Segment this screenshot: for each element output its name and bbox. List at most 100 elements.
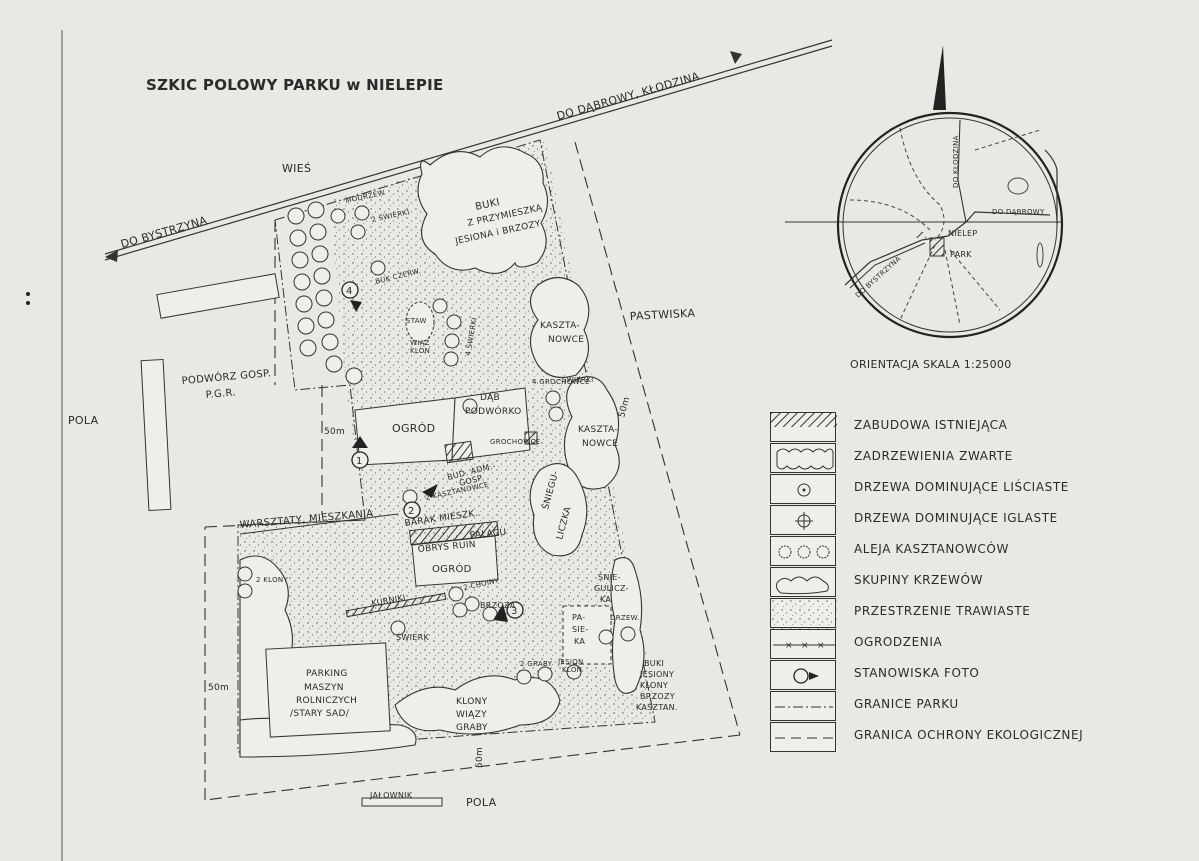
parking-area (265, 642, 391, 738)
photo-stations: 1 2 3 4 (341, 281, 524, 622)
svg-text:×: × (785, 641, 793, 651)
shrub-group-icon (770, 567, 836, 597)
small-building-hatch (524, 431, 538, 445)
orientation-road-north: DO KŁODZINA (952, 135, 960, 188)
snowberry-2-label-1: ŚNIE- (598, 571, 621, 582)
chestnut-alley-icon (770, 536, 836, 566)
snowberry-2-label-3: KA (600, 595, 611, 604)
legend-item: PRZESTRZENIE TRAWIASTE (770, 598, 1140, 630)
photo-station-icon: 1 (351, 436, 369, 469)
deciduous-tree-icon (545, 390, 561, 406)
legend-item: GRANICE PARKU (770, 691, 1140, 723)
orientation-park: PARK (950, 250, 972, 259)
svg-text:1: 1 (356, 456, 363, 467)
deciduous-tree-icon (432, 298, 448, 314)
beech-group-label-5: KASZTAN. (636, 703, 678, 712)
elm-label: WIĄZ (410, 339, 430, 347)
deciduous-tree-icon (620, 626, 636, 642)
deciduous-tree-icon (446, 314, 462, 330)
deciduous-tree-icon (444, 333, 460, 349)
legend-item: DRZEWA DOMINUJĄCE LIŚCIASTE (770, 474, 1140, 506)
legend-label: GRANICA OCHRONY EKOLOGICZNEJ (854, 728, 1084, 742)
deciduous-tree-icon (354, 205, 370, 221)
oak-label: DĄB (480, 393, 500, 403)
beech-group-label-1: BUKI (644, 659, 664, 668)
chestnuts-1-label-1: KASZTA- (540, 321, 580, 331)
apiary-label-3: KA (574, 637, 585, 646)
legend-label: PRZESTRZENIE TRAWIASTE (854, 604, 1031, 618)
deciduous-tree-icon (370, 260, 386, 276)
maples-elms-label-3: GRABY (456, 723, 488, 733)
spruce-single-label: ŚWIERK (396, 631, 429, 642)
garden-south-label: OGRÓD (432, 562, 472, 575)
orientation-village: NIELEP (948, 229, 978, 238)
distance-label: 50m (208, 683, 229, 693)
farm-building-left (140, 359, 172, 511)
deciduous-tree-icon (462, 398, 478, 414)
deciduous-tree-icon (566, 664, 582, 680)
tree-symbols (237, 205, 636, 685)
farmyard-label-2: P.G.R. (205, 387, 236, 401)
photo-station-icon: 2 (403, 484, 438, 519)
hatch-icon (770, 412, 837, 442)
road-arrow-west-icon (105, 250, 118, 262)
legend-label: DRZEWA DOMINUJĄCE IGLASTE (854, 511, 1058, 525)
tree-cluster-icon (770, 443, 836, 473)
workshop-line (239, 513, 399, 535)
hornbeams-label: 2 GRABY (520, 660, 553, 668)
eco-boundary-icon (770, 722, 836, 752)
chicken-coop-hatch (345, 592, 447, 618)
chestnuts-2-label-1: KASZTA- (578, 425, 618, 435)
juniper-strip (361, 797, 443, 807)
legend-label: ZABUDOWA ISTNIEJĄCA (854, 418, 1008, 432)
maples-two-label: 2 KLONY (256, 576, 288, 584)
deciduous-tree-icon (448, 586, 464, 602)
chestnuts-2-label-2: NOWCE (582, 439, 618, 449)
svg-text:×: × (801, 641, 809, 651)
conifer-tree-icon (770, 505, 836, 535)
birch-label: BRZOZA (480, 601, 516, 610)
legend-label: STANOWISKA FOTO (854, 666, 980, 680)
deciduous-tree-icon (770, 474, 836, 504)
grass-dots-icon (770, 598, 837, 629)
spruce-small-label: ŚWIERKI (562, 375, 593, 384)
dense-woodland (239, 146, 645, 758)
deciduous-tree-icon (464, 596, 480, 612)
ash-label: JESION (557, 658, 584, 666)
distance-label: 50m (475, 747, 485, 768)
snowberry-2-label-2: GULICZ- (594, 584, 629, 593)
deciduous-tree-icon (443, 351, 459, 367)
juniper-label: JAŁOWNIK (369, 791, 413, 800)
village-label: WIEŚ (282, 162, 311, 175)
farm-building-top (156, 273, 280, 319)
deciduous-tree-icon (237, 566, 253, 582)
svg-text:4: 4 (346, 286, 353, 297)
pond-label: STAW (406, 317, 427, 325)
chestnut-alley (287, 201, 363, 385)
maple-label-2: KLON (562, 666, 582, 674)
apiary-label-1: PA- (572, 613, 585, 622)
fields-west-label: POLA (68, 414, 99, 427)
legend-item: STANOWISKA FOTO (770, 660, 1140, 692)
deciduous-tree-icon (516, 669, 532, 685)
apiary-label-2: SIE- (572, 625, 589, 634)
legend-item: SKUPINY KRZEWÓW (770, 567, 1140, 599)
binder-dot (26, 301, 30, 305)
deciduous-tree-icon (537, 666, 553, 682)
road-label-west: DO BYSTRZYNA (119, 214, 209, 251)
garden-north-label: OGRÓD (392, 422, 435, 435)
legend-item: ZADRZEWIENIA ZWARTE (770, 443, 1140, 475)
legend-item: GRANICA OCHRONY EKOLOGICZNEJ (770, 722, 1140, 754)
deciduous-tree-icon (350, 224, 366, 240)
maples-elms-label-2: WIĄZY (456, 710, 487, 720)
garden-south-area (411, 535, 499, 587)
deciduous-tree-icon (390, 620, 406, 636)
beech-group-label-2: JESIONY (639, 670, 674, 679)
legend-item: ZABUDOWA ISTNIEJĄCA (770, 412, 1140, 444)
parking-label-4: /STARY SAD/ (290, 709, 350, 719)
photo-station-icon: 4 (341, 281, 362, 312)
sophora-1-label: 4 GROCHOWCE (532, 378, 590, 386)
photo-station-icon: 3 (493, 601, 524, 622)
tree-abbr-label: DRZEW. (610, 614, 640, 622)
